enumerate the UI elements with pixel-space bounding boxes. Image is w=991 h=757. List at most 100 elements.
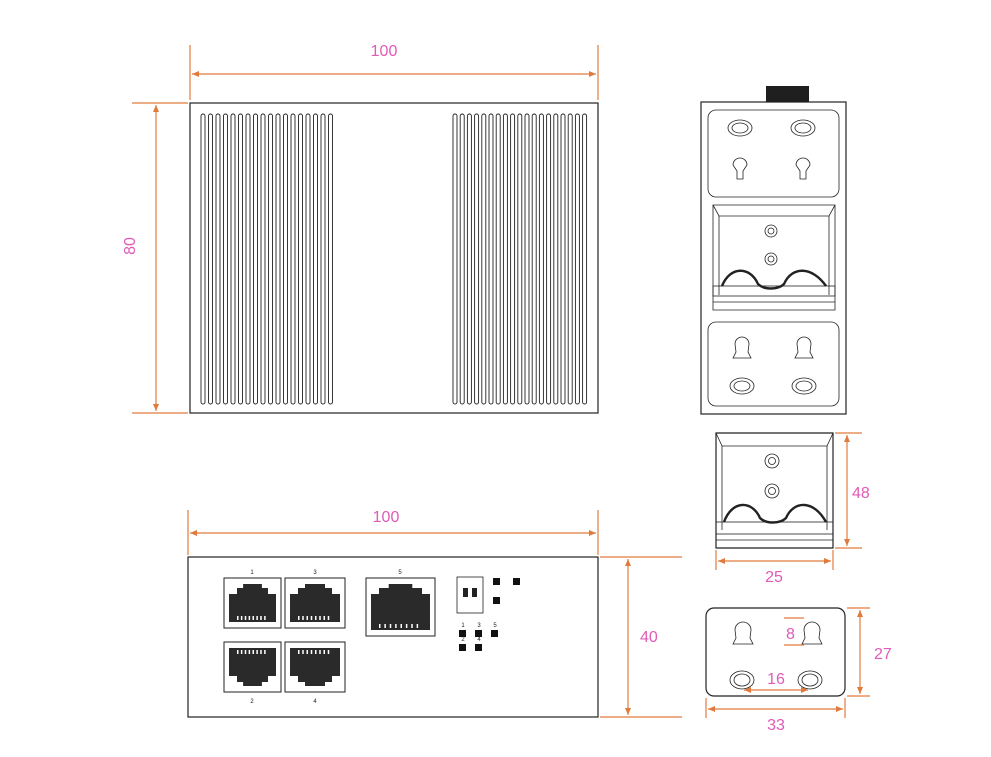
rj45-pin [310, 616, 313, 620]
top-view-body [189, 102, 599, 414]
keyhole-slot [732, 157, 748, 180]
clip-screw-inner [768, 457, 776, 465]
port-label-1: 1 [250, 570, 254, 576]
vent-slot [560, 113, 566, 405]
din-clip-top-lip [712, 204, 836, 217]
vent-slot [305, 113, 311, 405]
rj45-pin [264, 616, 266, 620]
vent-slot [313, 113, 318, 405]
port-label-5: 5 [398, 570, 402, 576]
led-label-3: 3 [477, 623, 481, 629]
din-width-label: 25 [765, 569, 783, 586]
din-height-label: 48 [852, 485, 870, 502]
dip-switch-lever [472, 588, 477, 597]
rj45-pin [319, 650, 321, 654]
rj45-pin [244, 616, 247, 620]
mount-hole-inner [733, 673, 751, 687]
top-view-width-label: 100 [371, 43, 398, 60]
vent-slot [582, 113, 588, 405]
clip-screw [764, 252, 778, 266]
vent-slot [488, 113, 494, 405]
rj45-socket [229, 584, 276, 622]
front-view-height-label: 40 [640, 629, 658, 646]
vent-slot [466, 113, 472, 405]
din-rail-bar [712, 285, 836, 297]
port-led [475, 644, 482, 651]
mount-hole [791, 377, 817, 395]
rj45-ports [223, 577, 436, 693]
rj45-socket [290, 648, 340, 686]
led-label-5: 5 [493, 623, 497, 629]
rj45-pin [252, 616, 254, 620]
port-led [475, 630, 482, 637]
led-label-2: 2 [461, 637, 465, 643]
rj45-pin [384, 624, 386, 628]
vent-slot [459, 113, 465, 405]
vent-slot [474, 113, 480, 405]
mount-hole [729, 377, 755, 395]
vent-slot [481, 113, 487, 405]
rj45-pin [306, 616, 308, 620]
rj45-pin [252, 650, 254, 654]
side-view [700, 86, 847, 415]
vent-slot [230, 113, 236, 405]
rj45-pin [379, 624, 381, 628]
dip-switch-lever [463, 588, 468, 597]
vent-slot [260, 113, 266, 405]
plate-height-label: 27 [874, 646, 892, 663]
din-clip-detail-frame [715, 432, 834, 549]
vent-slot [531, 113, 537, 405]
vent-slot [574, 113, 580, 405]
top-view: 100 80 [122, 43, 599, 414]
rj45-pin [395, 624, 397, 628]
rj45-pin [315, 650, 317, 654]
keyhole-slot [732, 336, 752, 359]
rj45-pin [248, 650, 251, 654]
mount-hole-inner [795, 380, 813, 392]
vent-slot [502, 113, 508, 405]
port-led [459, 644, 466, 651]
rj45-pin [315, 616, 317, 620]
rj45-pin [244, 650, 247, 654]
vent-slot [567, 113, 573, 405]
rj45-pin [411, 624, 413, 628]
keyhole-slot [795, 157, 811, 180]
vent-slot [328, 113, 333, 405]
port-led [459, 630, 466, 637]
vent-slot [268, 113, 273, 405]
rj45-pin [237, 616, 239, 620]
hole-size-label: 8 [786, 626, 795, 643]
port-label-4: 4 [313, 699, 317, 705]
vent-slot [223, 113, 228, 405]
rj45-pin [240, 616, 243, 620]
vent-slot [208, 113, 213, 405]
vent-slot [524, 113, 530, 405]
power-connector [766, 86, 809, 102]
vent-slot [320, 113, 326, 405]
rj45-pin [302, 616, 304, 620]
rj45-pin [405, 624, 408, 628]
vent-slot [553, 113, 559, 405]
mount-hole [729, 670, 755, 690]
rj45-pin [260, 616, 262, 620]
mount-hole-inner [801, 673, 819, 687]
port-led [491, 630, 498, 637]
clip-screw-inner [767, 255, 775, 263]
din-clip-detail: 48 25 [715, 432, 870, 586]
vent-slot [452, 113, 458, 405]
vent-slots-right [452, 113, 588, 405]
rj45-socket [229, 648, 276, 686]
din-rail-bar [715, 521, 834, 535]
port-label-3: 3 [313, 570, 317, 576]
mount-hole-inner [731, 122, 749, 134]
rj45-pin [400, 624, 402, 628]
rj45-pin [306, 650, 308, 654]
vent-slot [283, 113, 288, 405]
clip-screw [764, 224, 778, 238]
keyhole-slot [801, 621, 823, 645]
rj45-pin [240, 650, 243, 654]
vent-slot [538, 113, 544, 405]
clip-screw-inner [768, 487, 776, 495]
rj45-pin [264, 650, 266, 654]
